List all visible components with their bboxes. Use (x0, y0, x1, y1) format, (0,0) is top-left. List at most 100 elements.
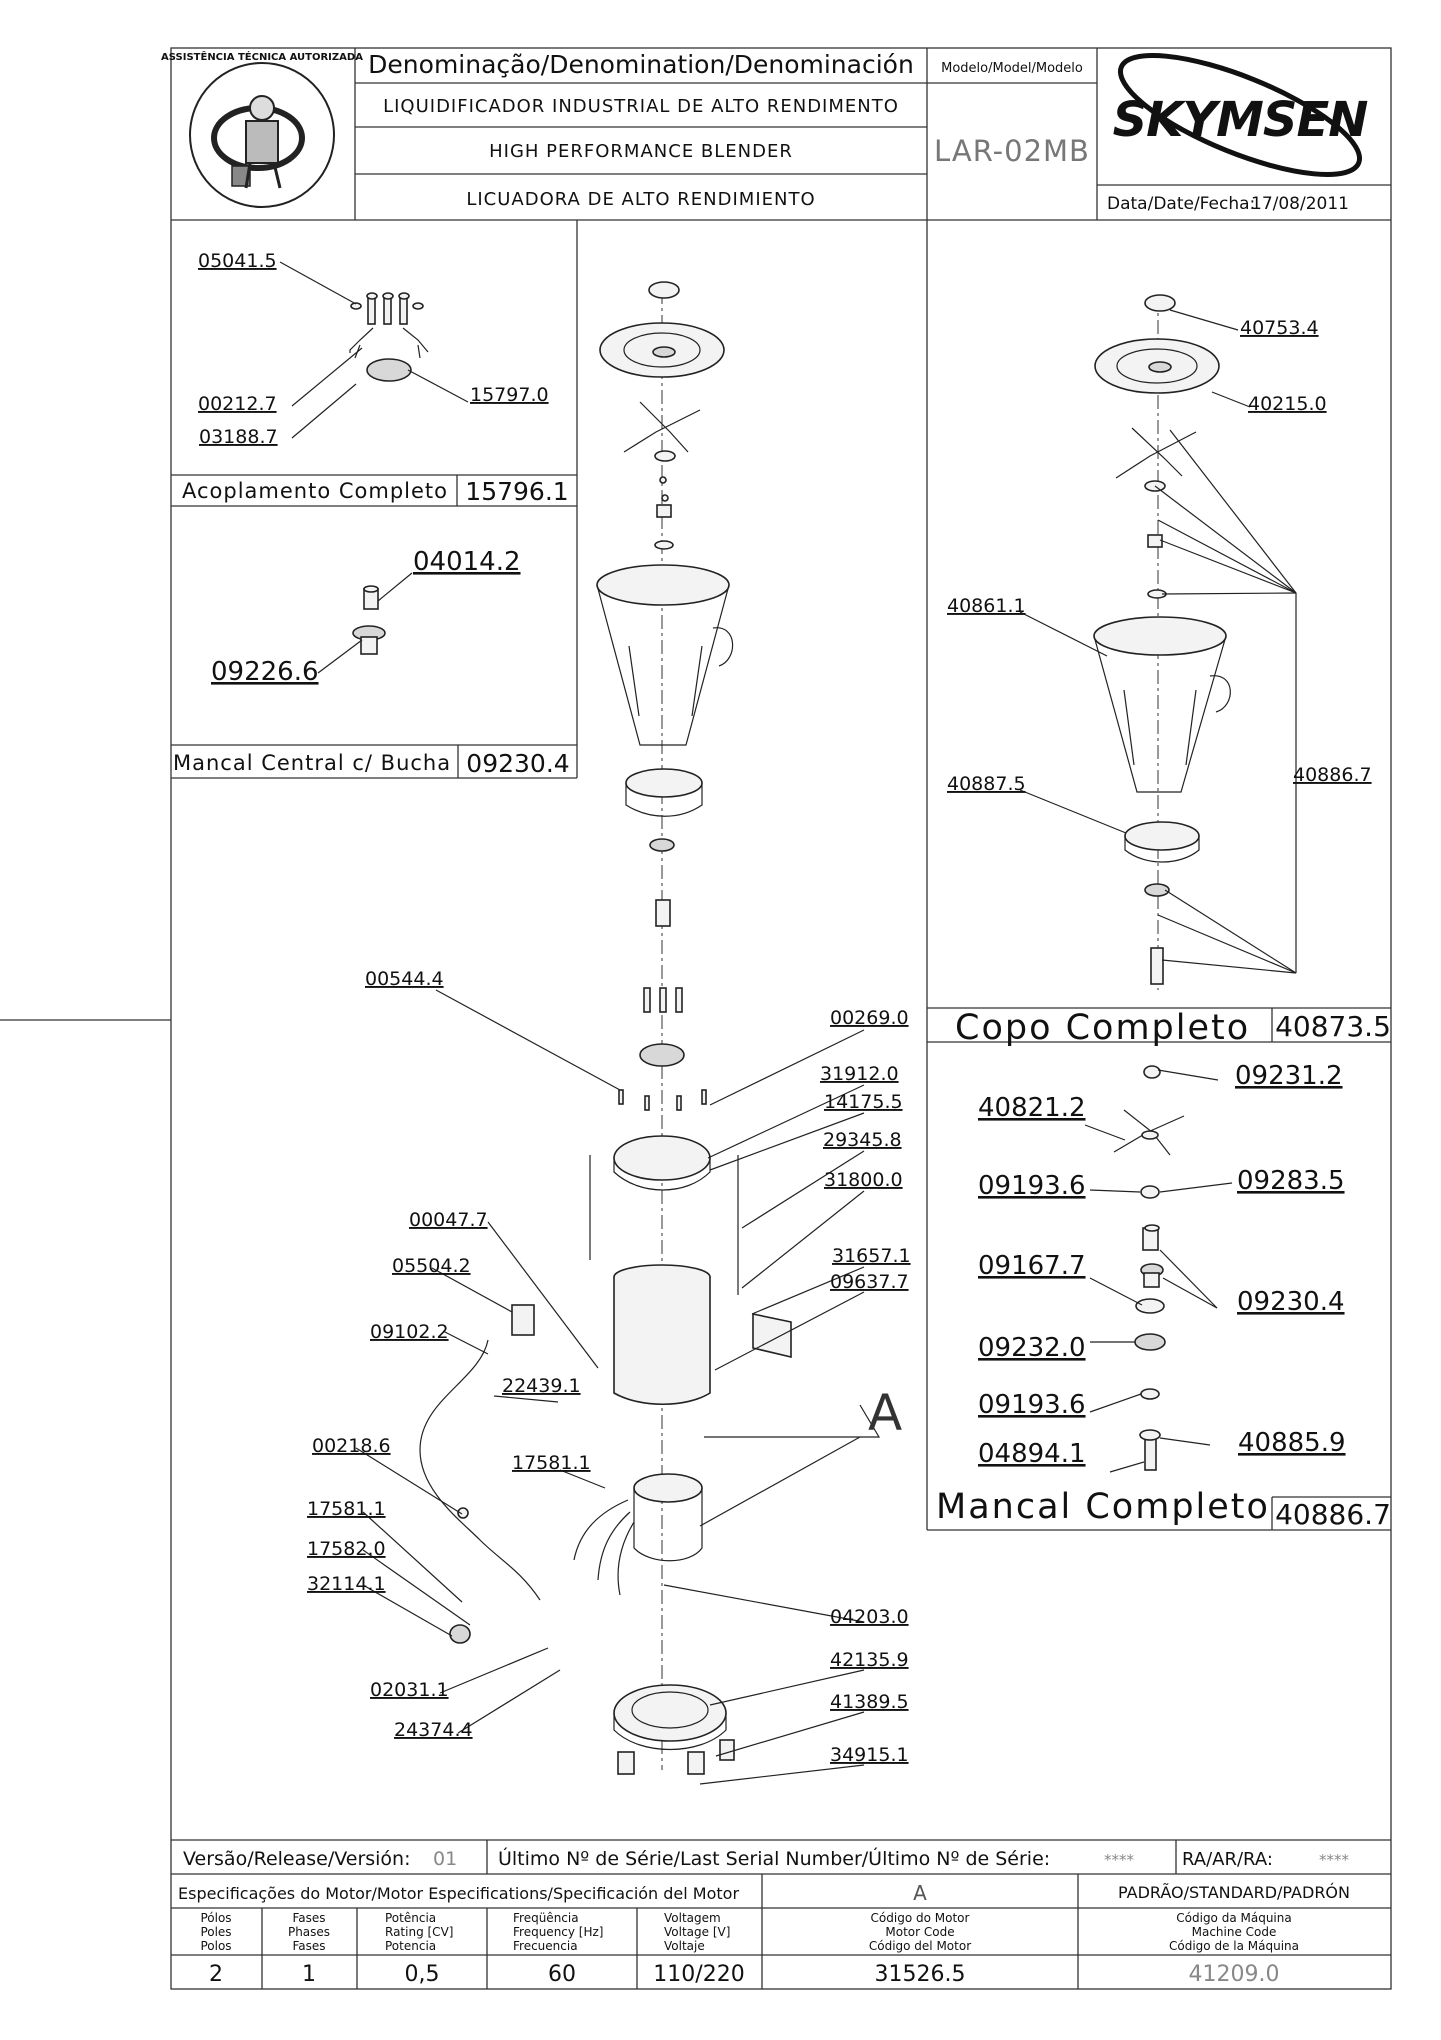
motor-spec-marker: A (913, 1881, 927, 1905)
bearing-drawing (1084, 1065, 1233, 1473)
part-label-00269-0: 00269.0 (830, 1007, 909, 1029)
part-label-00218-6: 00218.6 (312, 1435, 391, 1457)
date-value: 17/08/2011 (1251, 194, 1349, 214)
part-label-29345-8: 29345.8 (823, 1129, 902, 1151)
part-label-40215-0: 40215.0 (1248, 393, 1327, 415)
sheet-frame (0, 47, 1392, 1990)
name-english: HIGH PERFORMANCE BLENDER (489, 141, 793, 162)
phases-value: 1 (302, 1962, 316, 1987)
part-label-31912-0: 31912.0 (820, 1063, 899, 1085)
title-block: ASSISTÊNCIA TÉCNICA AUTORIZADA Denominaç… (161, 50, 1369, 214)
part-label-42135-9: 42135.9 (830, 1649, 909, 1671)
col-rating-header-3: Potencia (385, 1939, 436, 1953)
col-voltage-header-2: Voltage [V] (664, 1925, 730, 1939)
cup-code: 40873.5 (1275, 1010, 1391, 1043)
part-label-40753-4: 40753.4 (1240, 317, 1319, 339)
col-machine-code-header-3: Código de la Máquina (1169, 1939, 1299, 1953)
part-label-40861-1: 40861.1 (947, 595, 1026, 617)
col-voltage-header-1: Voltagem (664, 1911, 721, 1925)
part-label-09102-2: 09102.2 (370, 1321, 449, 1343)
part-label-05041-5: 05041.5 (198, 250, 277, 272)
seal-text: ASSISTÊNCIA TÉCNICA AUTORIZADA (161, 50, 363, 63)
part-label-32114-1: 32114.1 (307, 1573, 386, 1595)
part-label-09230-4: 09230.4 (1237, 1287, 1345, 1317)
part-label-05504-2: 05504.2 (392, 1255, 471, 1277)
part-label-09637-7: 09637.7 (830, 1271, 909, 1293)
part-label-14175-5: 14175.5 (824, 1091, 903, 1113)
denomination-label: Denominação/Denomination/Denominación (368, 50, 914, 79)
col-frequency-header-1: Freqüência (513, 1911, 579, 1925)
col-machine-code-header-2: Machine Code (1192, 1925, 1277, 1939)
motor-marker: A (868, 1384, 902, 1442)
voltage-value: 110/220 (653, 1962, 744, 1987)
date-label: Data/Date/Fecha: (1107, 194, 1255, 214)
part-label-09193-6-b: 09193.6 (978, 1390, 1086, 1420)
rating-value: 0,5 (405, 1962, 440, 1987)
part-label-15797-0: 15797.0 (470, 384, 549, 406)
col-machine-code-header-1: Código da Máquina (1176, 1911, 1291, 1925)
main-exploded-view (355, 281, 881, 1785)
col-phases-header-2: Phases (288, 1925, 330, 1939)
version-label: Versão/Release/Versión: (183, 1848, 411, 1870)
ra-value: **** (1319, 1851, 1350, 1869)
spec-table: Versão/Release/Versión: 01 Último Nº de … (178, 1846, 1350, 1987)
part-label-22439-1: 22439.1 (502, 1375, 581, 1397)
bearing-code: 40886.7 (1275, 1498, 1391, 1531)
part-label-09231-2: 09231.2 (1235, 1061, 1343, 1091)
model-value: LAR-02MB (934, 134, 1090, 168)
part-label-04203-0: 04203.0 (830, 1606, 909, 1628)
cup-drawing (1019, 294, 1297, 990)
part-label-09226-6: 09226.6 (211, 657, 319, 687)
part-label-03188-7: 03188.7 (199, 426, 278, 448)
part-label-31657-1: 31657.1 (832, 1245, 911, 1267)
poles-value: 2 (209, 1962, 223, 1987)
col-rating-header-1: Potência (385, 1911, 436, 1925)
part-label-09193-6-a: 09193.6 (978, 1171, 1086, 1201)
standard-label: PADRÃO/STANDARD/PADRÓN (1118, 1883, 1350, 1902)
col-poles-header-3: Polos (200, 1939, 231, 1953)
motor-code-value: 31526.5 (875, 1962, 966, 1987)
part-label-09232-0: 09232.0 (978, 1333, 1086, 1363)
central-bearing-title: Mancal Central c/ Bucha (173, 751, 451, 775)
part-label-00544-4: 00544.4 (365, 968, 444, 990)
coupling-drawing (279, 261, 469, 439)
part-label-40886-7: 40886.7 (1293, 764, 1372, 786)
name-spanish: LICUADORA DE ALTO RENDIMIENTO (466, 189, 815, 210)
col-frequency-header-3: Frecuencia (513, 1939, 578, 1953)
coupling-code: 15796.1 (465, 477, 568, 506)
col-phases-header-1: Fases (292, 1911, 325, 1925)
part-label-40821-2: 40821.2 (978, 1093, 1086, 1123)
coupling-title: Acoplamento Completo (182, 479, 448, 503)
cup-title: Copo Completo (955, 1008, 1250, 1048)
part-label-17581-1-b: 17581.1 (307, 1498, 386, 1520)
serial-value: **** (1104, 1851, 1135, 1869)
name-portuguese: LIQUIDIFICADOR INDUSTRIAL DE ALTO RENDIM… (383, 96, 899, 117)
part-label-24374-4: 24374.4 (394, 1719, 473, 1741)
col-motor-code-header-3: Código del Motor (869, 1939, 971, 1953)
part-label-17581-1-a: 17581.1 (512, 1452, 591, 1474)
serial-label: Último Nº de Série/Last Serial Number/Úl… (498, 1846, 1050, 1870)
motor-spec-label: Especificações do Motor/Motor Especifica… (178, 1884, 739, 1903)
col-phases-header-3: Fases (292, 1939, 325, 1953)
part-label-09283-5: 09283.5 (1237, 1166, 1345, 1196)
part-label-41389-5: 41389.5 (830, 1691, 909, 1713)
part-label-34915-1: 34915.1 (830, 1744, 909, 1766)
central-bearing-code: 09230.4 (466, 749, 569, 778)
col-poles-header-2: Poles (200, 1925, 231, 1939)
model-label: Modelo/Model/Modelo (941, 61, 1083, 76)
part-label-40885-9: 40885.9 (1238, 1428, 1346, 1458)
central-bearing-drawing (317, 572, 413, 674)
brand-logo (1117, 52, 1363, 178)
part-label-00047-7: 00047.7 (409, 1209, 488, 1231)
part-label-17582-0: 17582.0 (307, 1538, 386, 1560)
part-label-04894-1: 04894.1 (978, 1439, 1086, 1469)
part-label-00212-7: 00212.7 (198, 393, 277, 415)
part-label-31800-0: 31800.0 (824, 1169, 903, 1191)
col-voltage-header-3: Voltaje (664, 1939, 705, 1953)
machine-code-value: 41209.0 (1189, 1962, 1280, 1987)
part-label-09167-7: 09167.7 (978, 1251, 1086, 1281)
bearing-title: Mancal Completo (936, 1487, 1270, 1527)
col-motor-code-header-2: Motor Code (885, 1925, 954, 1939)
version-value: 01 (433, 1848, 457, 1870)
